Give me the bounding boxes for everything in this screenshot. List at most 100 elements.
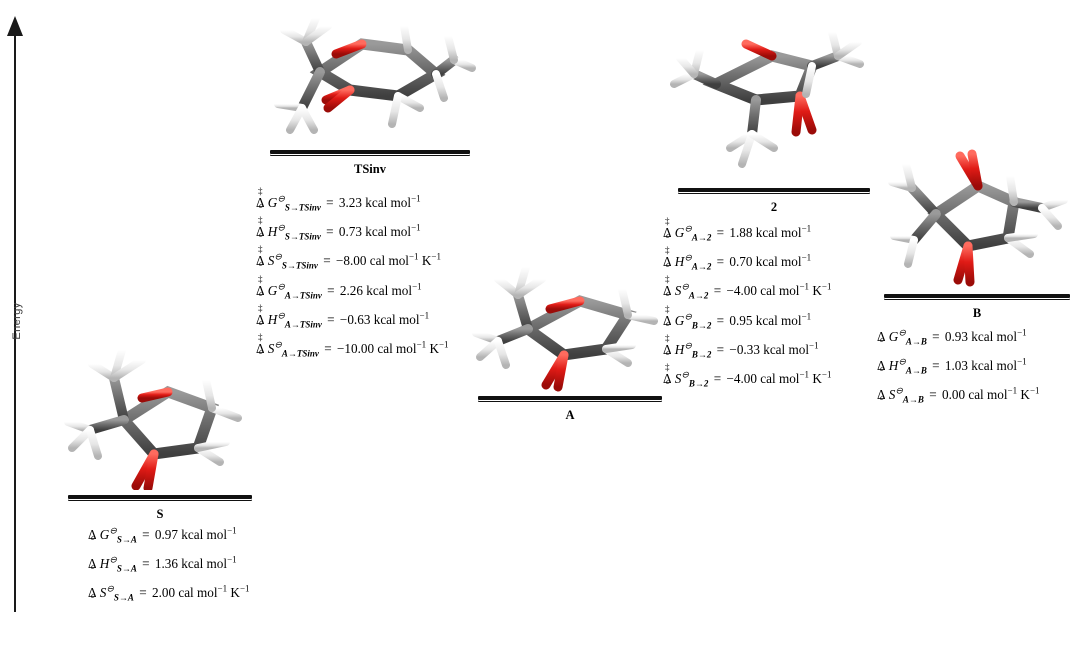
standard-state-icon: ⊖: [684, 311, 692, 322]
equation-value: 1.36: [154, 556, 182, 572]
transition-subscript: A→B: [905, 365, 927, 376]
equation-units: cal mol−1 K−1: [968, 386, 1040, 403]
equation-value: 0.93: [944, 329, 972, 344]
equation-units: cal mol−1 K−1: [369, 252, 441, 269]
equals-sign: =: [323, 282, 338, 298]
double-dagger-icon: ‡: [665, 216, 670, 226]
standard-state-icon: ⊖: [109, 525, 117, 536]
equation-row: Δ‡c G⊖B→2 = 0.95 kcal mol−1: [663, 303, 831, 330]
equation-value: −10.00: [336, 341, 378, 357]
quantity-symbol: G⊖A→TSinv: [264, 281, 322, 301]
standard-state-icon: ⊖: [277, 222, 285, 233]
standard-state-icon: ⊖: [109, 554, 117, 565]
quantity-symbol: S⊖B→2: [671, 369, 709, 389]
double-dagger-icon: ‡: [258, 273, 263, 284]
equals-sign: =: [928, 358, 943, 374]
delta-symbol: Δ‡c: [663, 245, 672, 270]
equation-row: Δ‡c S⊖B→2 = −4.00 cal mol−1 K−1: [663, 362, 831, 389]
molecule-tsinv: [258, 4, 478, 149]
equation-units: kcal mol−1: [366, 281, 422, 298]
quantity-symbol: S⊖A→2: [671, 282, 709, 302]
delta-symbol: Δ‡c: [256, 186, 265, 210]
quantity-symbol: S⊖S→TSinv: [264, 252, 318, 272]
equation-units: kcal mol−1: [181, 525, 237, 542]
quantity-symbol: H⊖B→2: [671, 340, 712, 360]
standard-state-icon: ⊖: [684, 340, 692, 351]
quantity-symbol: S⊖S→A: [96, 584, 134, 604]
delta-symbol: Δ‡c: [663, 216, 672, 240]
equals-sign: =: [713, 254, 728, 270]
delta-symbol: Δ‡c: [663, 303, 672, 328]
transition-subscript: B→2: [691, 349, 712, 360]
equation-row: Δ‡c H⊖S→TSinv = 0.73 kcal mol−1: [256, 216, 449, 242]
energy-level-label-s: S: [156, 507, 164, 521]
energy-level-label-tsinv: TSinv: [354, 162, 386, 176]
delta-symbol: Δ‡c: [663, 362, 672, 387]
equation-value: 0.70: [729, 254, 756, 270]
delta-subscript: c: [880, 363, 884, 374]
energy-level-b: [884, 294, 1070, 298]
equation-units: kcal mol−1: [181, 554, 237, 572]
standard-state-icon: ⊖: [274, 339, 282, 350]
double-dagger-icon: ‡: [258, 186, 263, 196]
double-dagger-icon: ‡: [258, 244, 263, 255]
standard-state-icon: ⊖: [277, 193, 285, 204]
delta-subscript: c: [666, 230, 670, 240]
equals-sign: =: [135, 585, 150, 601]
molecule-s: [62, 330, 262, 490]
equation-row: Δ‡c H⊖A→TSinv = −0.63 kcal mol−1: [256, 303, 449, 329]
transition-subscript: A→2: [691, 232, 712, 243]
energy-level-s: [68, 495, 252, 499]
quantity-symbol: S⊖A→B: [885, 386, 924, 406]
molecule-b: [886, 142, 1076, 294]
delta-symbol: Δ‡c: [256, 332, 265, 357]
standard-state-icon: ⊖: [681, 282, 689, 293]
transition-subscript: S→TSinv: [284, 231, 321, 242]
delta-subscript: c: [259, 316, 263, 327]
equation-units: kcal mol−1: [971, 356, 1027, 374]
equals-sign: =: [138, 556, 153, 572]
delta-subscript: c: [880, 334, 884, 344]
standard-state-icon: ⊖: [684, 252, 692, 263]
equation-value: 2.00: [151, 585, 179, 601]
equation-row: Δ‡c H⊖A→2 = 0.70 kcal mol−1: [663, 245, 831, 272]
standard-state-icon: ⊖: [898, 356, 906, 367]
standard-state-icon: ⊖: [684, 223, 692, 234]
transition-subscript: S→TSinv: [284, 202, 321, 213]
equation-units: cal mol−1 K−1: [760, 282, 832, 299]
equation-units: cal mol−1 K−1: [377, 339, 449, 357]
double-dagger-icon: ‡: [258, 332, 263, 343]
delta-subscript: c: [91, 590, 95, 601]
equals-sign: =: [322, 224, 337, 240]
equals-sign: =: [319, 253, 334, 269]
quantity-symbol: G⊖S→A: [96, 525, 137, 545]
energy-level-label-a: A: [565, 408, 575, 422]
equals-sign: =: [320, 341, 335, 357]
equation-row: Δ‡c H⊖B→2 = −0.33 kcal mol−1: [663, 333, 831, 360]
equation-units: kcal mol−1: [755, 252, 812, 270]
equation-units: kcal mol−1: [373, 310, 430, 327]
delta-subscript: c: [880, 392, 884, 403]
equation-row: Δ‡c G⊖A→TSinv = 2.26 kcal mol−1: [256, 274, 449, 301]
transition-subscript: S→A: [116, 563, 137, 574]
quantity-symbol: G⊖A→B: [885, 327, 927, 347]
equals-sign: =: [713, 225, 728, 240]
molecule-a: [472, 245, 662, 395]
equation-units: kcal mol−1: [365, 193, 421, 210]
equation-row: Δ‡c S⊖A→2 = −4.00 cal mol−1 K−1: [663, 275, 832, 302]
equation-value: 1.03: [944, 358, 972, 374]
equation-value: 0.73: [338, 224, 366, 240]
double-dagger-icon: ‡: [665, 303, 670, 314]
delta-subscript: c: [259, 346, 263, 357]
transition-subscript: A→TSinv: [284, 290, 322, 301]
